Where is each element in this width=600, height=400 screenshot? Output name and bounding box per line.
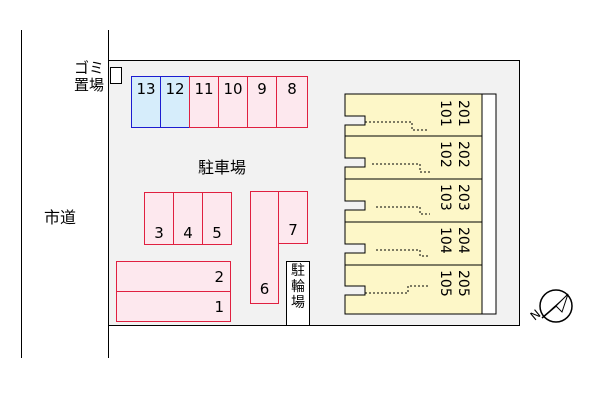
unit-label-105: 105 xyxy=(437,270,453,297)
unit-label-101: 101 xyxy=(437,100,453,127)
parking-space-12: 12 xyxy=(160,76,190,128)
unit-label-204: 204 xyxy=(455,227,471,254)
parking-space-5: 5 xyxy=(202,192,232,245)
space-number: 11 xyxy=(194,80,214,98)
balcony xyxy=(481,93,497,315)
building xyxy=(344,93,497,315)
space-number: 3 xyxy=(154,224,164,242)
space-number: 1 xyxy=(214,297,224,316)
building-outline xyxy=(344,93,483,315)
unit-label-104: 104 xyxy=(437,227,453,254)
parking-space-13: 13 xyxy=(131,76,161,128)
space-number: 7 xyxy=(288,221,298,239)
space-number: 10 xyxy=(223,80,243,98)
road-label: 市道 xyxy=(44,208,77,227)
unit-label-103: 103 xyxy=(437,184,453,211)
compass-icon xyxy=(539,289,573,323)
parking-label: 駐車場 xyxy=(198,158,247,177)
bike-parking xyxy=(286,261,310,326)
parking-space-6: 6 xyxy=(250,191,279,304)
unit-label-201: 201 xyxy=(455,100,471,127)
parking-space-9: 9 xyxy=(247,76,277,128)
space-number: 6 xyxy=(259,280,270,298)
garbage-bin xyxy=(110,67,122,84)
parking-space-8: 8 xyxy=(276,76,308,128)
unit-label-203: 203 xyxy=(455,184,471,211)
parking-space-1: 1 xyxy=(116,291,231,322)
space-number: 2 xyxy=(214,267,224,286)
unit-label-202: 202 xyxy=(455,141,471,168)
space-number: 13 xyxy=(136,80,156,98)
unit-label-102: 102 xyxy=(437,141,453,168)
garbage-area-label: ゴミ置場 xyxy=(60,60,104,94)
parking-space-11: 11 xyxy=(189,76,219,128)
space-number: 9 xyxy=(257,80,267,98)
road-line-left xyxy=(21,30,22,358)
space-number: 12 xyxy=(165,80,185,98)
unit-label-205: 205 xyxy=(455,270,471,297)
space-number: 8 xyxy=(287,80,297,98)
parking-space-4: 4 xyxy=(173,192,203,245)
parking-space-10: 10 xyxy=(218,76,248,128)
space-number: 4 xyxy=(183,224,193,242)
bike-parking-label: 駐輪場 xyxy=(291,263,305,311)
compass-stem xyxy=(541,305,557,319)
compass-needle-tail xyxy=(555,293,569,313)
stairs xyxy=(365,121,430,294)
space-number: 5 xyxy=(212,224,222,242)
parking-space-7: 7 xyxy=(278,191,308,244)
garbage-label: ゴミ置場 xyxy=(73,59,104,94)
parking-space-2: 2 xyxy=(116,261,231,292)
parking-space-3: 3 xyxy=(144,192,174,245)
